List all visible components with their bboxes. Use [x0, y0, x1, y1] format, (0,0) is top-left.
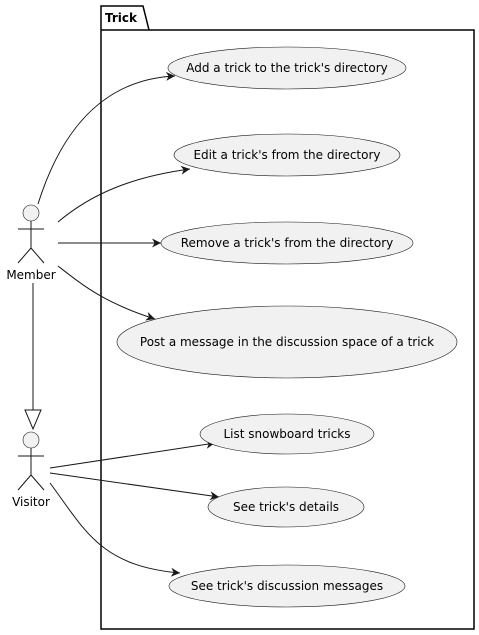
edge-visitor-details: [49, 472, 220, 501]
use-case-label: Post a message in the discussion space o…: [140, 335, 434, 349]
generalization-member-visitor: [24, 283, 42, 431]
use-case-label: Remove a trick's from the directory: [181, 236, 394, 250]
use-case-label: See trick's details: [233, 500, 339, 514]
actor-visitor[interactable]: Visitor: [12, 431, 50, 509]
use-case-label: Edit a trick's from the directory: [193, 148, 380, 162]
associations: [24, 71, 220, 577]
stick-figure-icon: [17, 204, 45, 264]
use-case-post-message[interactable]: Post a message in the discussion space o…: [116, 305, 458, 379]
actor-member[interactable]: Member: [6, 204, 56, 282]
use-case-remove-trick[interactable]: Remove a trick's from the directory: [160, 221, 414, 265]
stick-figure-icon: [17, 431, 45, 491]
use-case-label: Add a trick to the trick's directory: [186, 61, 388, 75]
use-case-label: See trick's discussion messages: [191, 579, 383, 593]
edge-member-edit: [57, 165, 191, 223]
use-case-edit-trick[interactable]: Edit a trick's from the directory: [173, 133, 401, 177]
edge-visitor-messages: [49, 482, 181, 577]
edge-member-add: [37, 71, 176, 205]
actor-label: Visitor: [12, 495, 50, 509]
use-case-see-details[interactable]: See trick's details: [207, 486, 365, 528]
edge-member-post: [57, 265, 156, 321]
package-title: Trick: [105, 11, 138, 25]
use-case-add-trick[interactable]: Add a trick to the trick's directory: [167, 46, 407, 90]
use-case-label: List snowboard tricks: [223, 427, 350, 441]
use-case-see-messages[interactable]: See trick's discussion messages: [168, 564, 406, 608]
actor-label: Member: [6, 268, 55, 282]
edge-visitor-list: [49, 439, 216, 469]
use-case-list-tricks[interactable]: List snowboard tricks: [199, 413, 375, 455]
